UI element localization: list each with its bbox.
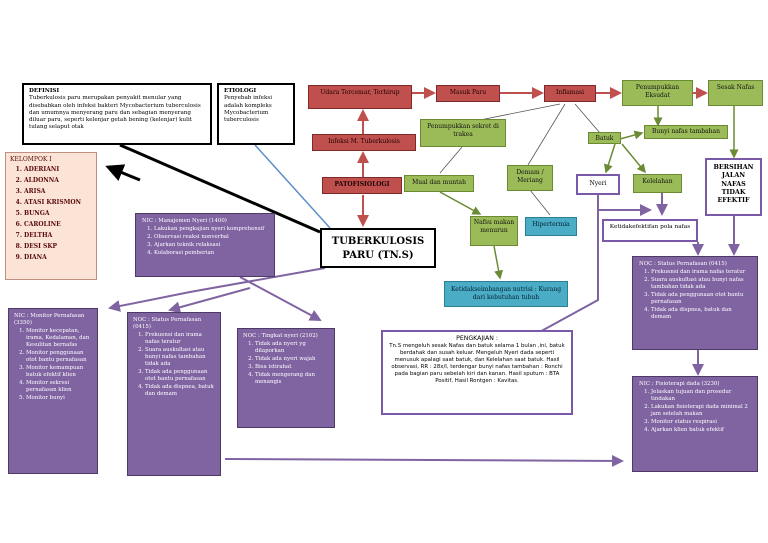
nic-fisio-item: Jelaskan tujuan dan prosedur tindakan [651,389,751,403]
nic-monitor-item: Monitor kemampuan batuk efektif klien [26,365,92,379]
kelompok-member: BUNGA [24,210,92,217]
noc-status-item: Suara auskultasi atau bunyi nafas tambah… [145,347,215,368]
noc-status-item: Tidak ada penggunaan otot bantu pernafas… [145,369,215,383]
kelompok-box: KELOMPOK I ADERIANI ALDONNA ARISA ATASI … [5,152,97,280]
definisi-box: DEFINISI Tuberkulosis paru merupakan pen… [22,83,212,145]
noc-status-title: NOC : Status Pernafasan (0415) [133,317,202,331]
nic-fisio-item: Monitor status respirasi [651,419,751,426]
nic-nyeri-box: NIC : Manajemen Nyeri (1400) Lakukan pen… [135,213,275,277]
hipertermia-node: Hipertermia [525,217,577,236]
noc-status-item: Tidak ada dispnea, batuk dan demam [145,384,215,398]
kelelahan-node: Kelelahan [633,174,682,193]
noc-status-right-item: Tidak ada dispnea, batuk dan demam [651,307,751,321]
etiologi-box: ETIOLOGI Penyebab infeksi adalah komplek… [217,83,295,145]
noc-status-right-title: NOC : Status Pernafasan (0415) [639,261,727,267]
pengkajian-text: Tn.S mengeluh sesak Nafas dan batuk sela… [389,343,565,385]
kelompok-member: ATASI KRISMON [24,199,92,206]
nic-monitor-box: NIC : Monitor Pernafasan (3350) Monitor … [8,308,98,474]
kelompok-title: KELOMPOK I [10,156,52,163]
kelompok-member: DELTHA [24,232,92,239]
ketidakseimbangan-node: Ketidakseimbangan nutrisi : Kurang dari … [444,281,568,307]
kelompok-member: DIANA [24,254,92,261]
nic-fisio-item: Lakukan fisioterapi dada minimal 2 jam s… [651,404,751,418]
noc-nyeri-item: Tidak ada nyeri yg dilaporkan [255,341,329,355]
noc-status-item: Frekuensi dan irama nafas teratur [145,332,215,346]
nic-fisio-box: NIC : Fisioterapi dada (3230) Jelaskan t… [632,376,758,472]
kelompok-member: CAROLINE [24,221,92,228]
noc-nyeri-box: NOC : Tingkat nyeri (2102) Tidak ada nye… [237,328,335,428]
nic-monitor-item: Monitor sekresi pernafasan klien [26,380,92,394]
kelompok-member: ARISA [24,188,92,195]
masuk-paru-node: Masuk Paru [436,85,500,102]
nic-fisio-item: Ajarkan klien batuk efektif [651,427,751,434]
nic-nyeri-item: Lakukan pengkajian nyeri komprehensif [154,226,268,233]
noc-nyeri-item: Bisa istirahat [255,364,329,371]
penumpukan-sekret-node: Penumpukkan sekret di trakea [420,119,506,147]
noc-status-right-item: Tidak ada penggunaan otot bantu pernafas… [651,292,751,306]
bersihan-node: BERSIHAN JALAN NAFAS TIDAK EFEKTIF [705,158,762,216]
nic-nyeri-item: Ajarkan teknik relaksasi [154,242,268,249]
pengkajian-box: PENGKAJIAN : Tn.S mengeluh sesak Nafas d… [381,330,573,415]
noc-status-box: NOC : Status Pernafasan (0415) Frekuensi… [127,312,221,476]
noc-status-right-box: NOC : Status Pernafasan (0415) Frekuensi… [632,256,758,350]
nic-nyeri-title: NIC : Manajemen Nyeri (1400) [142,218,227,224]
mual-node: Mual dan muntah [404,175,474,192]
definisi-title: DEFINISI [29,88,60,94]
demam-node: Demam / Meriang [507,165,553,191]
noc-nyeri-item: Tidak mengerang dan menangis [255,372,329,386]
noc-status-right-item: Suara auskultasi atau bunyi nafas tambah… [651,277,751,291]
title-main: TUBERKULOSIS PARU (TN.S) [320,228,436,268]
pengkajian-title: PENGKAJIAN : [456,335,498,342]
nic-fisio-title: NIC : Fisioterapi dada (3230) [639,381,720,387]
nafsu-node: Nafsu makan menurun [470,216,518,246]
kelompok-member: DESI SKP [24,243,92,250]
patofisiologi-node: PATOFISIOLOGI [322,177,402,194]
penumpukan-eksudat-node: Penumpukkan Eksudat [622,80,693,106]
nic-nyeri-item: Kolaborasi pemberian [154,250,268,257]
nic-monitor-item: Monitor bunyi [26,395,92,402]
nic-monitor-item: Monitor penggunaan otot bantu pernafasan [26,350,92,364]
kelompok-member: ADERIANI [24,166,92,173]
ketidakefektifan-node: Ketidakefektifan pola nafas [602,219,698,242]
etiologi-text: Penyebab infeksi adalah kompleks Mycobac… [224,95,272,124]
etiologi-title: ETIOLOGI [224,88,257,94]
udara-node: Udara Tercemar, Terhirup [308,85,412,109]
infeksi-node: Infeksi M. Tuberkulosis [312,134,416,151]
sesak-nafas-node: Sesak Nafas [708,80,763,106]
kelompok-list: ADERIANI ALDONNA ARISA ATASI KRISMON BUN… [10,166,92,261]
inflamasi-node: Inflamasi [544,85,596,102]
bunyi-nafas-node: Bunyi nafas tambahan [644,125,728,139]
nic-monitor-title: NIC : Monitor Pernafasan (3350) [14,313,85,327]
noc-status-right-item: Frekuensi dan irama nafas teratur [651,269,751,276]
kelompok-member: ALDONNA [24,177,92,184]
definisi-text: Tuberkulosis paru merupakan penyakit men… [29,95,201,131]
nic-nyeri-item: Observasi reaksi nonverbal [154,234,268,241]
noc-nyeri-item: Tidak ada nyeri wajah [255,356,329,363]
batuk-node: Batuk [588,132,621,144]
nyeri-node: Nyeri [576,174,620,195]
nic-monitor-item: Monitor kecepatan, irama, Kedalaman, dan… [26,328,92,349]
noc-nyeri-title: NOC : Tingkat nyeri (2102) [243,333,318,339]
